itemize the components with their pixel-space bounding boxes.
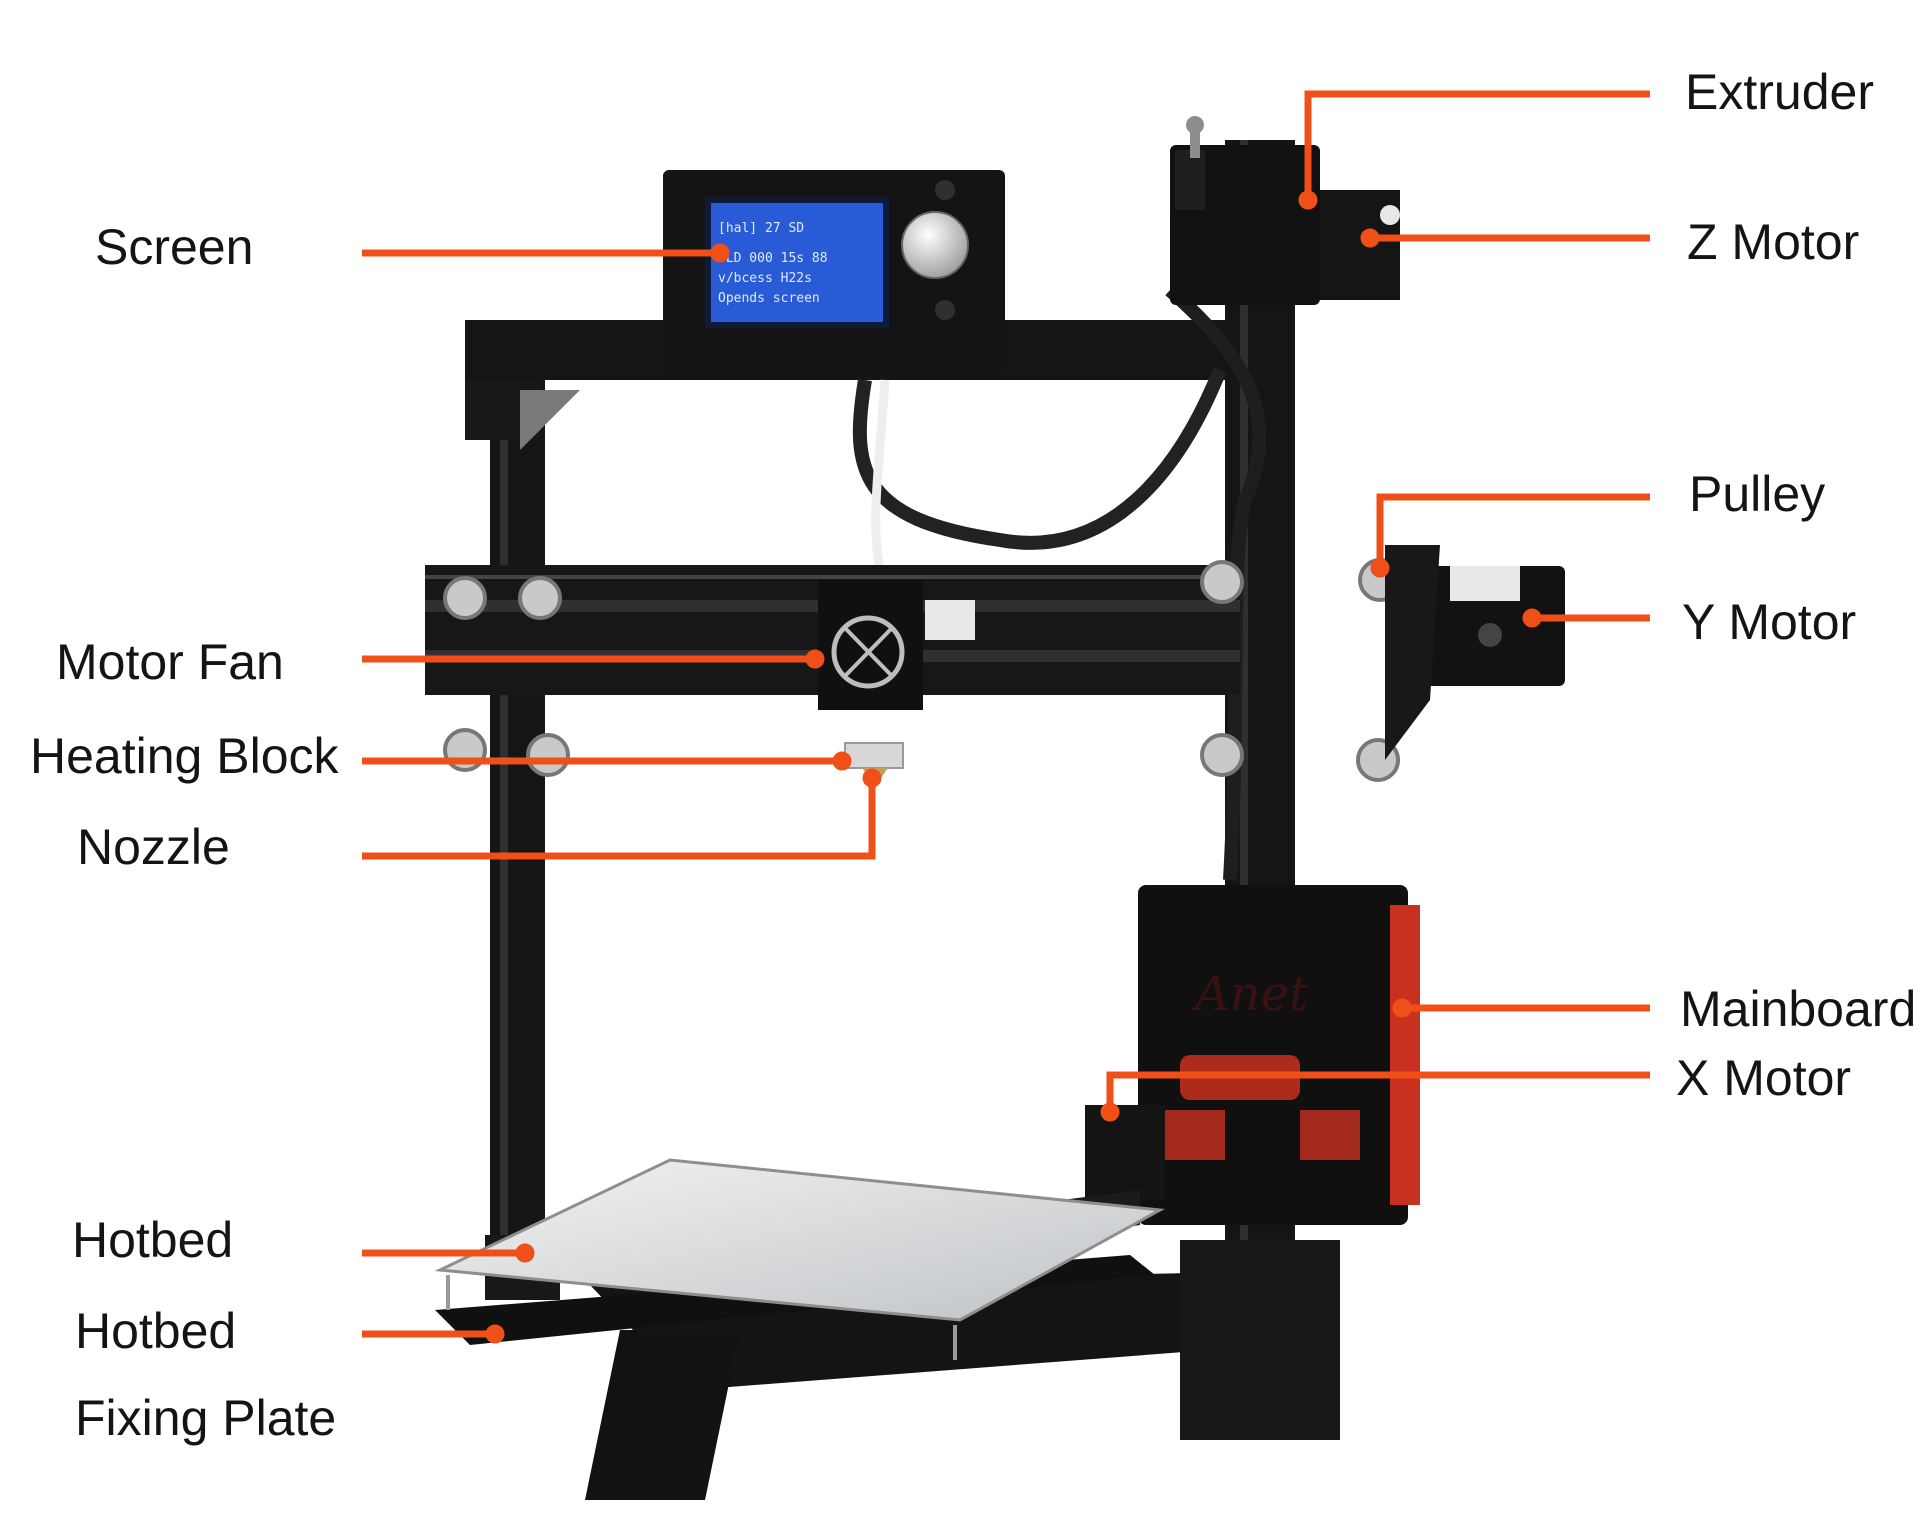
lcd-line-2: SLD 000 15s 88 [718, 251, 828, 266]
label-nozzle: Nozzle [77, 819, 230, 875]
leader-dot-motor-fan [805, 649, 825, 669]
label-hotbed-fixing-plate-line2: Fixing Plate [75, 1390, 337, 1446]
control-knob [901, 211, 969, 279]
extruder-assembly [1170, 116, 1400, 305]
corner-bracket-left [520, 390, 580, 450]
y-motor-part [1385, 545, 1565, 760]
cable-bundle [852, 367, 1227, 550]
label-extruder: Extruder [1685, 64, 1874, 120]
leader-dot-z-motor [1360, 228, 1380, 248]
cable-white [871, 379, 890, 571]
leader-x-motor [1106, 1071, 1650, 1112]
leader-dot-screen [710, 243, 730, 263]
leader-dot-heating-block [832, 751, 852, 771]
leader-lines [362, 90, 1650, 1344]
label-hotbed: Hotbed [72, 1212, 234, 1268]
anet-logo: Anet [1191, 966, 1309, 1022]
bed-springs [446, 1275, 957, 1360]
leader-extruder [1304, 90, 1650, 200]
x-motor-part [1085, 1105, 1165, 1200]
label-motor-fan: Motor Fan [56, 634, 284, 690]
label-hotbed-fixing-plate-line1: Hotbed [75, 1303, 237, 1359]
screen-assembly: [hal] 27 SD SLD 000 15s 88 v/bcess H22s … [663, 170, 1005, 370]
back-button [935, 300, 955, 320]
left-frame-column [465, 345, 545, 1245]
lcd-line-4: Opends screen [718, 291, 820, 306]
reset-button [935, 180, 955, 200]
leader-dot-y-motor [1522, 608, 1542, 628]
hotend-carriage [818, 580, 975, 710]
label-mainboard: Mainboard [1680, 981, 1917, 1037]
label-z-motor: Z Motor [1687, 214, 1860, 270]
heating-block-part [844, 742, 904, 769]
leader-dot-nozzle [862, 768, 882, 788]
hotbed-part [434, 1158, 1165, 1322]
leader-dot-mainboard [1392, 998, 1412, 1018]
leader-dot-hotbed-fixing-plate [485, 1324, 505, 1344]
label-heating-block: Heating Block [30, 728, 339, 784]
label-screen: Screen [95, 219, 254, 275]
gantry-wheels [443, 558, 1402, 782]
label-y-motor: Y Motor [1682, 594, 1857, 650]
cable-right [1165, 284, 1267, 881]
leader-dot-extruder [1298, 190, 1318, 210]
label-pulley: Pulley [1689, 466, 1826, 522]
label-x-motor: X Motor [1676, 1050, 1852, 1106]
lcd-line-1: [hal] 27 SD [718, 221, 804, 236]
leader-pulley [1376, 493, 1650, 568]
lcd-line-3: v/bcess H22s [718, 271, 812, 286]
leader-dot-x-motor [1100, 1102, 1120, 1122]
mainboard-case: Anet [1138, 885, 1420, 1225]
leader-dot-hotbed [515, 1243, 535, 1263]
leader-dot-pulley [1370, 558, 1390, 578]
leader-nozzle [362, 778, 876, 860]
